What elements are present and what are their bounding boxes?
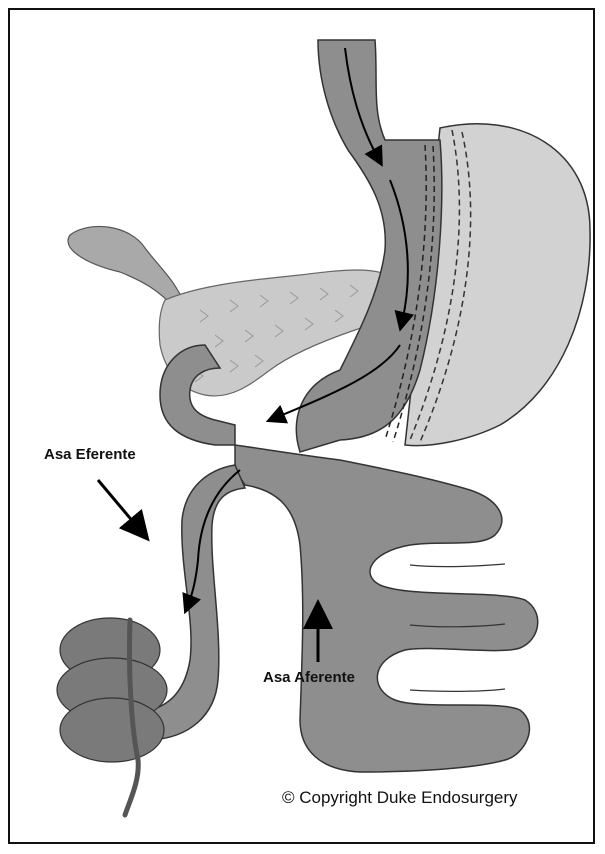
afferent-loop (235, 445, 538, 772)
colon (57, 618, 167, 815)
efferent-loop-label: Asa Eferente (44, 446, 136, 463)
gallbladder (68, 226, 185, 310)
afferent-loop-label: Asa Aferente (263, 669, 355, 686)
copyright-notice: © Copyright Duke Endosurgery (282, 788, 518, 808)
efferent-pointer-arrow (98, 480, 140, 530)
